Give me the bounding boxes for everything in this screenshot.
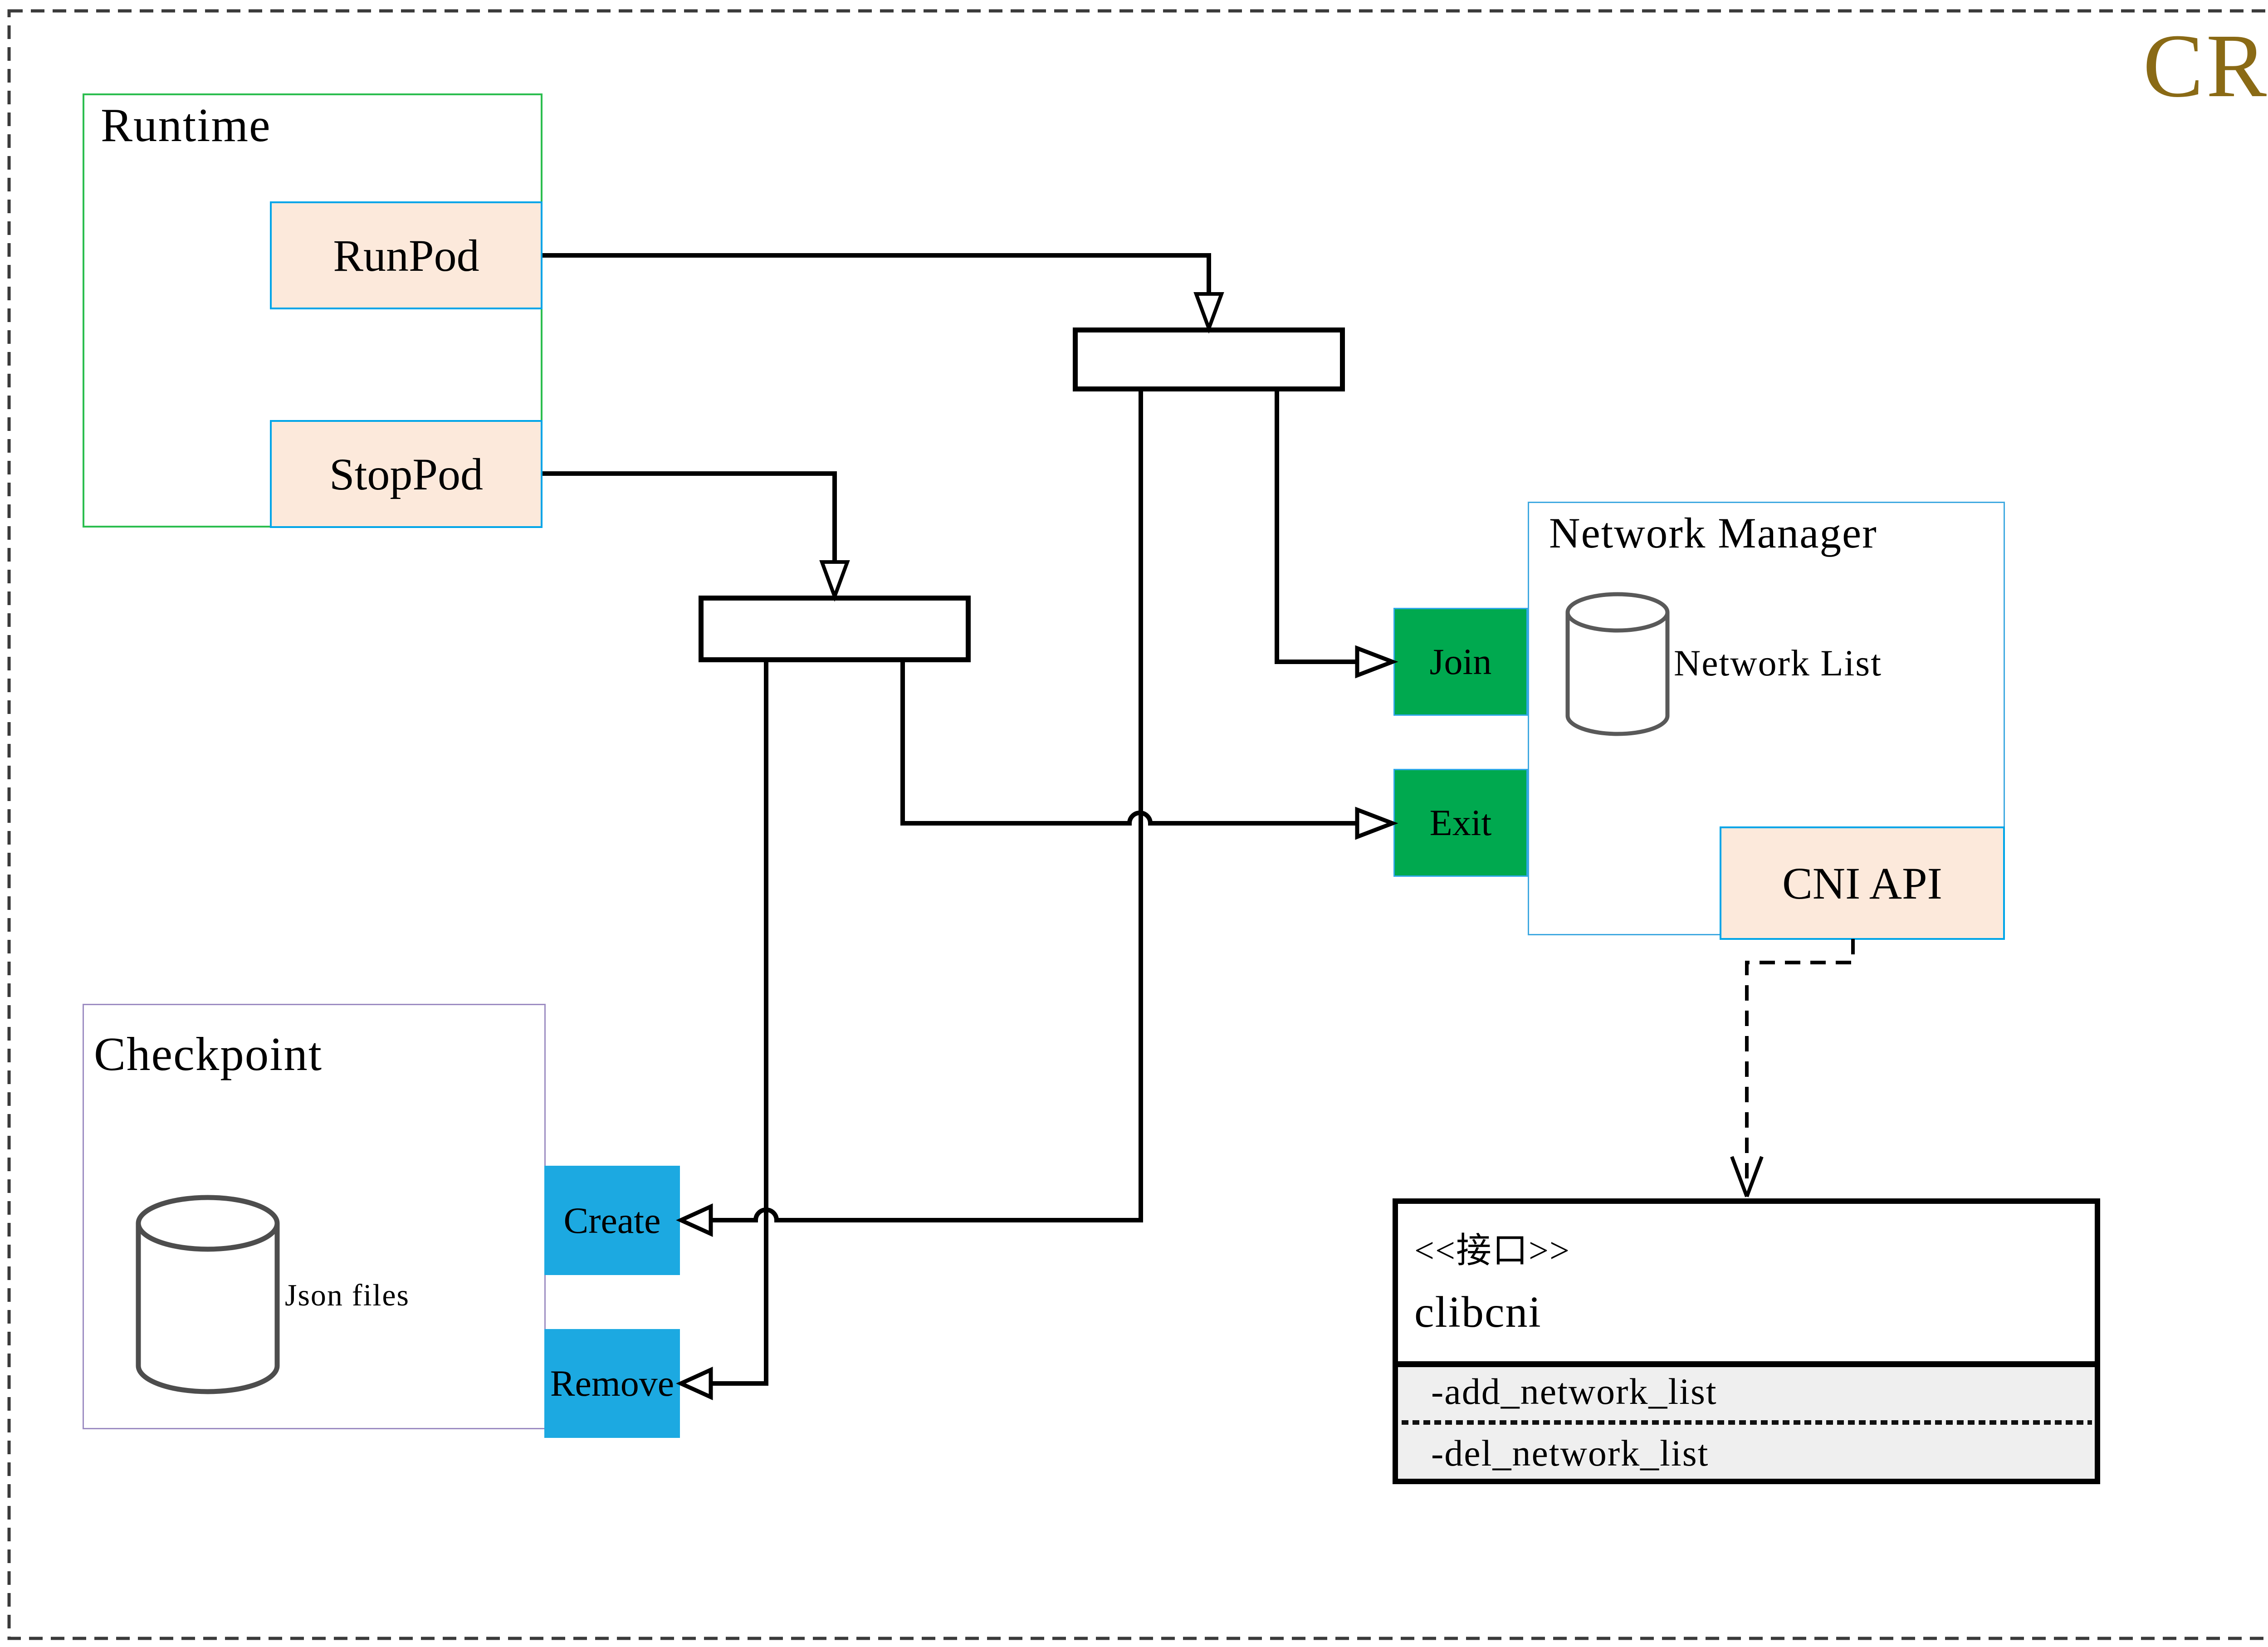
checkpoint-title: Checkpoint (94, 1027, 323, 1080)
network-list-label: Network List (1674, 642, 1882, 684)
fork-bar-stoppod (699, 596, 971, 662)
runpod-label: RunPod (333, 230, 479, 281)
interface-method-add: -add_network_list (1431, 1371, 1717, 1412)
arrowhead-left-create-icon (676, 1203, 713, 1237)
arrowhead-right-join-icon (1355, 645, 1398, 679)
exit-label: Exit (1429, 802, 1492, 843)
join-label: Join (1429, 641, 1492, 682)
interface-method-del: -del_network_list (1431, 1432, 1709, 1474)
bar1-to-create-connector (711, 391, 1143, 1222)
network-manager-title: Network Manager (1549, 509, 1877, 557)
cni-to-clibcni-dashed-connector (1745, 939, 1855, 1186)
cni-api-node: CNI API (1720, 826, 2005, 940)
arrowhead-left-remove-icon (676, 1367, 713, 1400)
arrowhead-right-exit-icon (1355, 806, 1398, 840)
runtime-title: Runtime (101, 98, 271, 152)
bar2-to-exit-connector (900, 662, 1357, 826)
create-node: Create (544, 1166, 680, 1275)
cni-api-label: CNI API (1782, 858, 1942, 909)
fork-bar-runpod (1073, 327, 1345, 391)
stoppod-to-bar-connector (543, 471, 837, 562)
runpod-to-bar-connector (543, 253, 1211, 294)
exit-node: Exit (1393, 769, 1528, 877)
stoppod-node: StopPod (270, 420, 543, 528)
bar2-to-remove-connector (711, 662, 768, 1386)
join-node: Join (1393, 608, 1528, 716)
create-label: Create (563, 1199, 661, 1241)
runpod-node: RunPod (270, 201, 543, 309)
arrowhead-down-bar1-icon (1193, 292, 1224, 334)
remove-node: Remove (544, 1329, 680, 1438)
interface-name: clibcni (1414, 1288, 1542, 1337)
json-files-label: Json files (285, 1277, 410, 1312)
interface-stereotype: <<接口>> (1414, 1231, 1570, 1270)
page-title: CRI (2143, 15, 2268, 116)
stoppod-label: StopPod (329, 449, 483, 499)
arrowhead-down-bar2-icon (819, 560, 850, 602)
remove-label: Remove (550, 1363, 675, 1404)
arrowhead-open-down-clibcni-icon (1730, 1156, 1764, 1197)
bar1-to-join-connector (1275, 391, 1357, 664)
